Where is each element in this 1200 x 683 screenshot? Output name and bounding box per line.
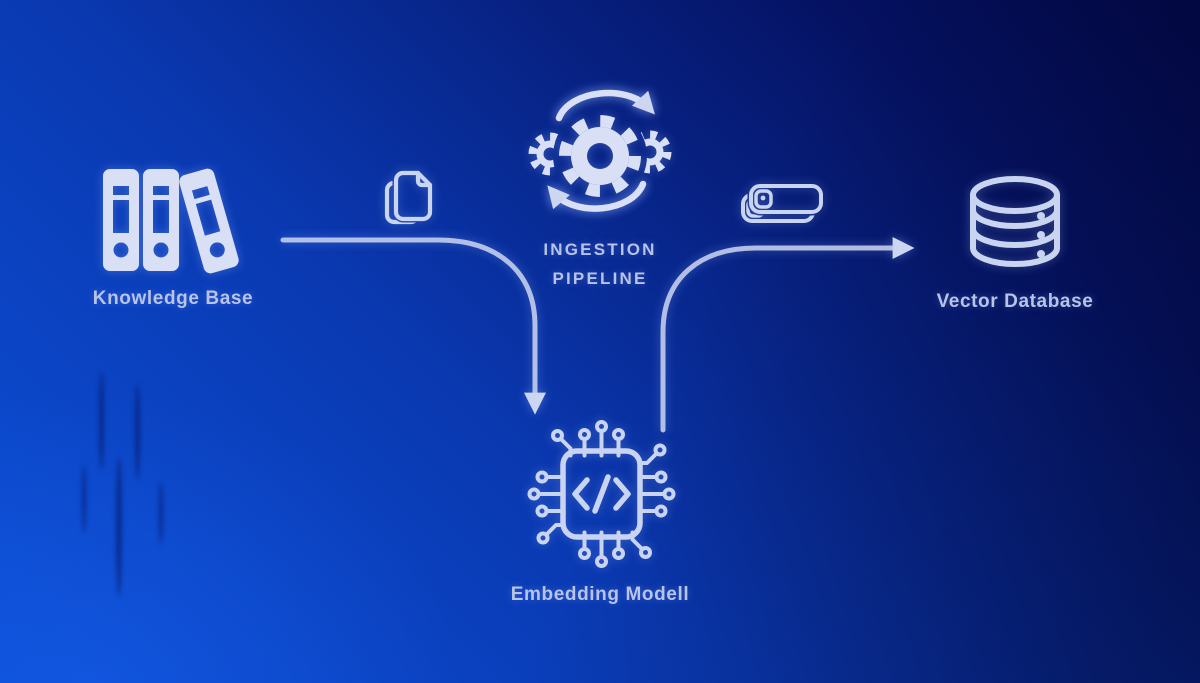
cycle-arrow-top bbox=[555, 89, 655, 122]
node-embedding-model: Embedding Modell bbox=[505, 417, 695, 606]
ingestion-pipeline-label: INGESTION PIPELINE bbox=[515, 235, 685, 293]
vector-database-label: Vector Database bbox=[936, 291, 1094, 312]
ingestion-pipeline-label-line2: PIPELINE bbox=[552, 269, 648, 288]
copy-pages-icon-wrap bbox=[382, 170, 438, 231]
dark-streak bbox=[135, 384, 140, 479]
copy-pages-icon bbox=[384, 170, 433, 225]
stacked-drives-icon-wrap bbox=[737, 178, 827, 239]
node-knowledge-base: Knowledge Base bbox=[85, 163, 261, 310]
ingestion-pipeline-label-line1: INGESTION bbox=[543, 240, 657, 259]
flow-arrow-knowledgebase-to-embedding bbox=[280, 237, 547, 415]
dark-streak bbox=[82, 465, 86, 533]
code-glyph bbox=[571, 474, 631, 514]
knowledge-base-label: Knowledge Base bbox=[92, 288, 254, 309]
chip-code-icon bbox=[527, 420, 675, 568]
database-cylinder-icon bbox=[970, 176, 1060, 267]
gears-cycle-icon bbox=[525, 78, 675, 223]
binders-icon bbox=[103, 168, 239, 274]
embedding-model-label: Embedding Modell bbox=[510, 584, 690, 605]
dark-streak bbox=[116, 457, 122, 597]
stacked-drives-icon bbox=[741, 184, 823, 223]
cycle-arrow-bottom bbox=[547, 180, 647, 212]
dark-streak bbox=[99, 372, 104, 470]
node-ingestion-pipeline: INGESTION PIPELINE bbox=[515, 78, 685, 293]
flow-arrow-embedding-to-vectordb bbox=[660, 236, 915, 433]
dark-streak bbox=[159, 482, 163, 544]
node-vector-database: Vector Database bbox=[929, 165, 1101, 313]
